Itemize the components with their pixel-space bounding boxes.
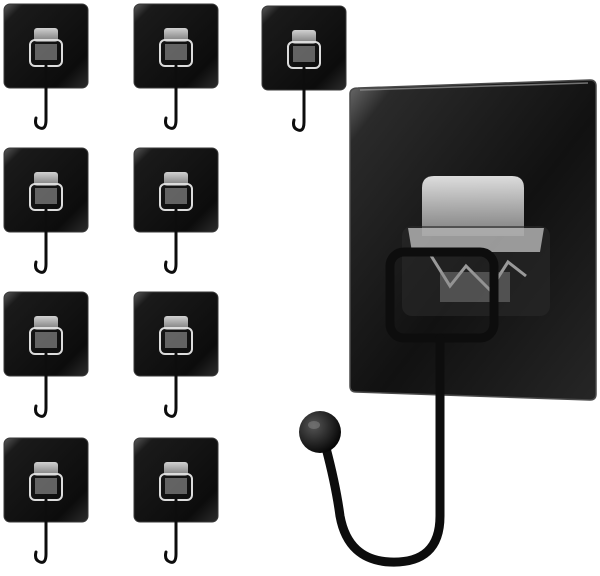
adhesive-hook-7 [133,291,219,418]
adhesive-hook-6 [3,291,89,418]
adhesive-hook-8 [3,437,89,564]
adhesive-hook-2 [133,3,219,130]
adhesive-hook-3 [261,5,347,132]
adhesive-hook-9 [133,437,219,564]
adhesive-hook-closeup [299,79,597,567]
adhesive-hook-5 [133,147,219,274]
adhesive-hook-4 [3,147,89,274]
adhesive-hook-1 [3,3,89,130]
